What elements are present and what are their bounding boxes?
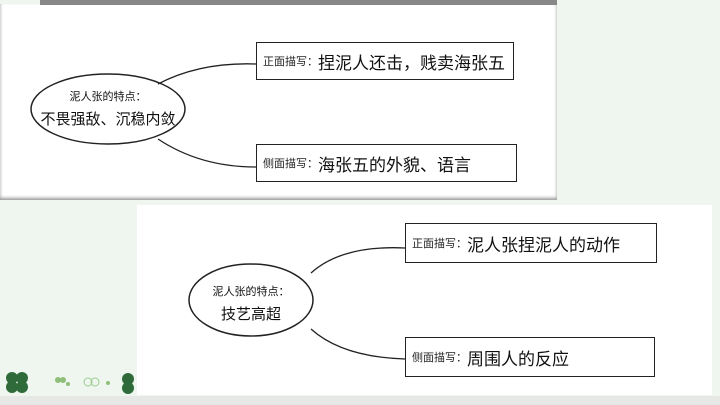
branch-label: 正面描写： xyxy=(263,55,318,68)
branch-side: 侧面描写： 海张五的外貌、语言 xyxy=(256,144,517,182)
branch-front: 正面描写： 泥人张捏泥人的动作 xyxy=(405,223,657,263)
connector-lines xyxy=(30,63,257,168)
branch-label: 正面描写： xyxy=(412,237,467,250)
bottom-bar xyxy=(0,396,720,405)
branch-label: 侧面描写： xyxy=(263,157,318,170)
branch-value: 捏泥人还击，贱卖海张五 xyxy=(318,53,505,74)
center-node: 泥人张的特点： 技艺高超 xyxy=(189,283,313,324)
center-value: 不畏强敌、沉稳内敛 xyxy=(40,110,176,128)
center-title: 泥人张的特点： xyxy=(212,285,290,298)
connector-lines xyxy=(188,247,406,360)
branch-front: 正面描写： 捏泥人还击，贱卖海张五 xyxy=(256,42,514,80)
center-title: 泥人张的特点： xyxy=(69,90,147,103)
branch-value: 周围人的反应 xyxy=(467,349,569,370)
branch-side: 侧面描写： 周围人的反应 xyxy=(405,337,655,377)
top-shadow xyxy=(40,0,557,5)
mind-map-2: 泥人张的特点： 技艺高超 正面描写： 泥人张捏泥人的动作 侧面描写： 周围人的反… xyxy=(137,205,712,395)
mind-map-1: 泥人张的特点： 不畏强敌、沉稳内敛 正面描写： 捏泥人还击，贱卖海张五 侧面描写… xyxy=(0,4,557,200)
center-node: 泥人张的特点： 不畏强敌、沉稳内敛 xyxy=(31,88,185,129)
center-value: 技艺高超 xyxy=(220,305,281,323)
branch-label: 侧面描写： xyxy=(412,351,467,364)
branch-value: 海张五的外貌、语言 xyxy=(318,155,471,176)
branch-value: 泥人张捏泥人的动作 xyxy=(467,235,620,256)
